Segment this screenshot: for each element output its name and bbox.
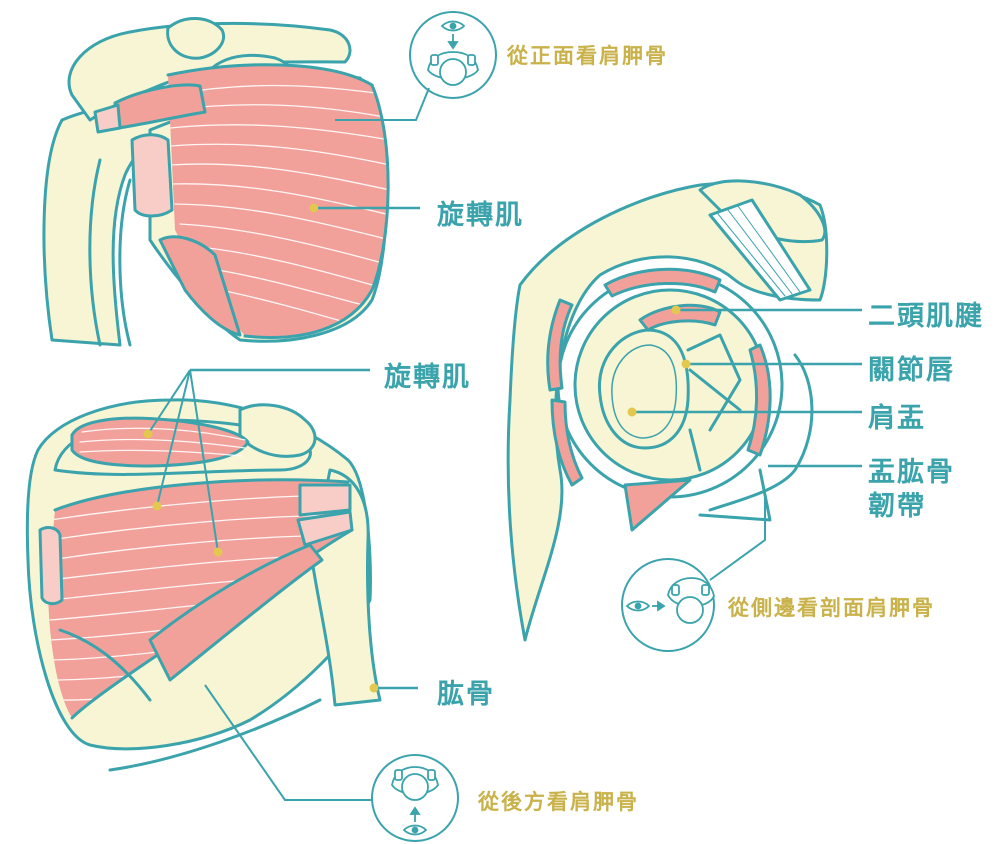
rotator-cuff-back-label: 旋轉肌 <box>384 355 471 394</box>
coracoid-front <box>168 18 224 58</box>
side-view-label: 從側邊看剖面肩胛骨 <box>728 592 935 622</box>
medial-border-pad <box>40 528 62 604</box>
tendon-pad <box>132 135 172 216</box>
humerus-pointer <box>370 684 419 693</box>
muscle-bottom <box>625 480 690 530</box>
front-view-label: 從正面看肩胛骨 <box>507 40 668 70</box>
biceps-tendon-label: 二頭肌腱 <box>868 294 984 333</box>
glenoid-fossa <box>599 330 688 448</box>
front-view-scapula <box>44 18 390 345</box>
ligament-label-line2: 韌帶 <box>868 484 926 523</box>
back-view-label: 從後方看肩胛骨 <box>478 786 639 816</box>
labrum-label: 關節唇 <box>868 348 955 387</box>
glenoid-label: 肩盂 <box>868 396 926 435</box>
rotator-cuff-front-label: 旋轉肌 <box>437 193 524 232</box>
humerus-label: 肱骨 <box>437 672 495 711</box>
tendon-back <box>300 485 350 515</box>
